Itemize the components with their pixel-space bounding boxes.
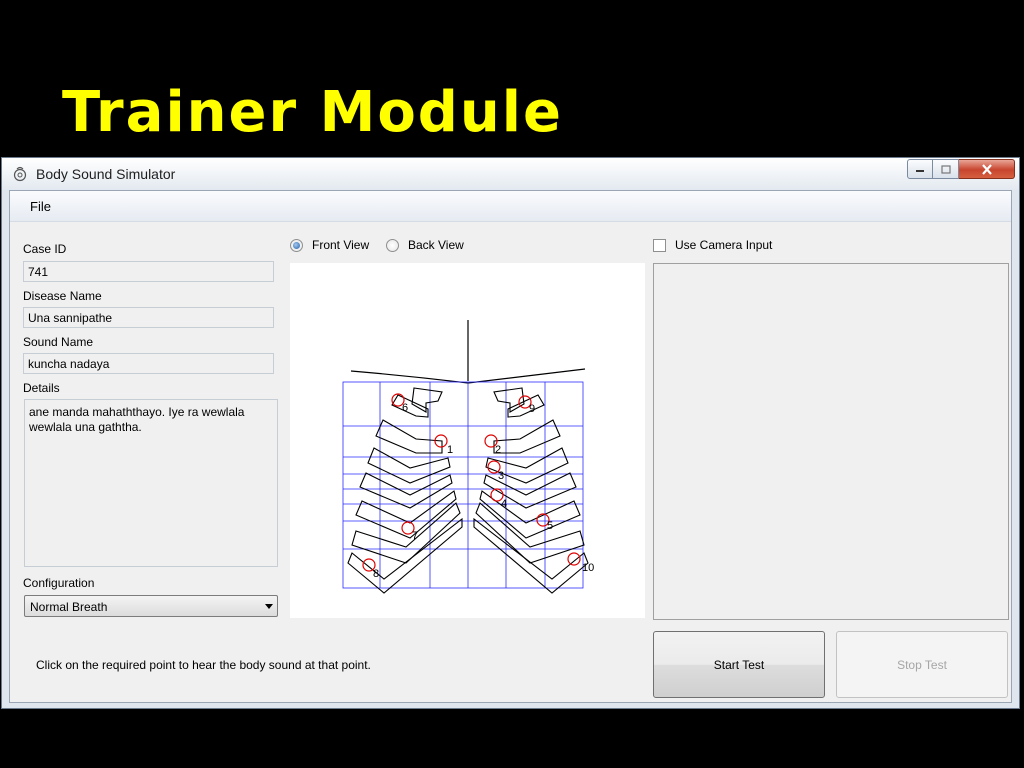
- point-marker: [536, 513, 550, 527]
- disease-name-label: Disease Name: [23, 289, 102, 303]
- rib-outline: [493, 387, 525, 413]
- rib-outline: [473, 517, 589, 594]
- point-marker: [391, 393, 405, 407]
- point-2[interactable]: 2: [484, 434, 501, 456]
- rib-outline: [367, 447, 451, 484]
- rib-outlines: [347, 387, 589, 594]
- point-label: 5: [547, 520, 553, 532]
- point-label: 7: [412, 530, 418, 542]
- front-view-label[interactable]: Front View: [312, 238, 370, 252]
- rib-outline: [347, 517, 463, 594]
- maximize-button[interactable]: [933, 159, 959, 179]
- client-area: File Case ID 741 Disease Name Una sannip…: [9, 190, 1012, 703]
- close-button[interactable]: [959, 159, 1015, 179]
- rib-outline: [375, 419, 443, 454]
- maximize-icon: [940, 164, 951, 174]
- minimize-button[interactable]: [907, 159, 933, 179]
- rib-outline: [359, 472, 453, 509]
- details-textarea[interactable]: ane manda mahaththayo. Iye ra wewlala we…: [24, 399, 278, 567]
- point-5[interactable]: 5: [536, 513, 553, 532]
- rib-outline: [355, 490, 457, 539]
- point-label: 2: [495, 444, 501, 456]
- point-label: 4: [501, 498, 507, 510]
- point-label: 8: [373, 568, 379, 580]
- point-label: 3: [498, 470, 504, 482]
- case-id-field[interactable]: 741: [23, 261, 274, 282]
- point-marker: [401, 521, 415, 535]
- configuration-value: Normal Breath: [30, 600, 108, 614]
- status-text: Click on the required point to hear the …: [36, 658, 371, 672]
- point-9[interactable]: 9: [518, 395, 535, 415]
- point-label: 10: [582, 562, 594, 574]
- body-diagram-canvas[interactable]: 1 2 3 4 5 6 7 8 9 10: [290, 263, 645, 618]
- sound-name-field[interactable]: kuncha nadaya: [23, 353, 274, 374]
- auscultation-points: 1 2 3 4 5 6 7 8 9 10: [362, 393, 594, 580]
- minimize-icon: [916, 170, 924, 172]
- point-label: 9: [529, 403, 535, 415]
- use-camera-label[interactable]: Use Camera Input: [675, 238, 773, 252]
- grid-border: [342, 381, 584, 589]
- point-marker: [484, 434, 498, 448]
- point-10[interactable]: 10: [567, 552, 594, 574]
- point-1[interactable]: 1: [434, 434, 453, 456]
- back-view-label[interactable]: Back View: [408, 238, 464, 252]
- rib-outline: [479, 490, 581, 539]
- chevron-down-icon: [265, 604, 273, 609]
- stop-test-button[interactable]: Stop Test: [836, 631, 1008, 698]
- rib-outline: [351, 502, 461, 564]
- rib-cage-diagram: 1 2 3 4 5 6 7 8 9 10: [342, 320, 594, 594]
- rib-outline: [485, 447, 569, 484]
- details-label: Details: [23, 381, 60, 395]
- close-icon: [981, 163, 992, 175]
- neck-shoulder-lines: [350, 320, 586, 384]
- point-marker: [518, 395, 532, 409]
- start-test-button[interactable]: Start Test: [653, 631, 825, 698]
- point-marker: [434, 434, 448, 448]
- point-8[interactable]: 8: [362, 558, 379, 580]
- rib-outline: [507, 394, 545, 418]
- case-id-label: Case ID: [23, 242, 67, 256]
- rib-outline: [493, 419, 561, 454]
- sound-name-label: Sound Name: [23, 335, 94, 349]
- point-marker: [490, 488, 504, 502]
- point-3[interactable]: 3: [487, 460, 504, 482]
- point-7[interactable]: 7: [401, 521, 418, 542]
- app-icon: [13, 166, 27, 182]
- window-controls: [907, 159, 1015, 180]
- rib-outline: [483, 472, 577, 509]
- slide-title: Trainer Module: [62, 80, 563, 145]
- use-camera-checkbox[interactable]: [653, 239, 666, 252]
- rib-outline: [475, 502, 585, 564]
- body-grid: [342, 381, 584, 589]
- menu-bar: File: [10, 191, 1011, 222]
- camera-preview: [653, 263, 1009, 620]
- back-view-radio[interactable]: [386, 239, 399, 252]
- point-marker: [487, 460, 501, 474]
- point-marker: [362, 558, 376, 572]
- menu-file[interactable]: File: [30, 199, 51, 214]
- point-4[interactable]: 4: [490, 488, 507, 510]
- app-window: Body Sound Simulator File Case ID 741 Di…: [1, 157, 1020, 709]
- configuration-select[interactable]: Normal Breath: [24, 595, 278, 617]
- point-label: 6: [402, 402, 408, 414]
- point-marker: [567, 552, 581, 566]
- point-6[interactable]: 6: [391, 393, 408, 414]
- configuration-label: Configuration: [23, 576, 95, 590]
- window-title: Body Sound Simulator: [36, 166, 176, 182]
- point-label: 1: [447, 444, 453, 456]
- disease-name-field[interactable]: Una sannipathe: [23, 307, 274, 328]
- front-view-radio[interactable]: [290, 239, 303, 252]
- rib-outline: [411, 387, 443, 413]
- title-bar[interactable]: Body Sound Simulator: [2, 158, 1019, 190]
